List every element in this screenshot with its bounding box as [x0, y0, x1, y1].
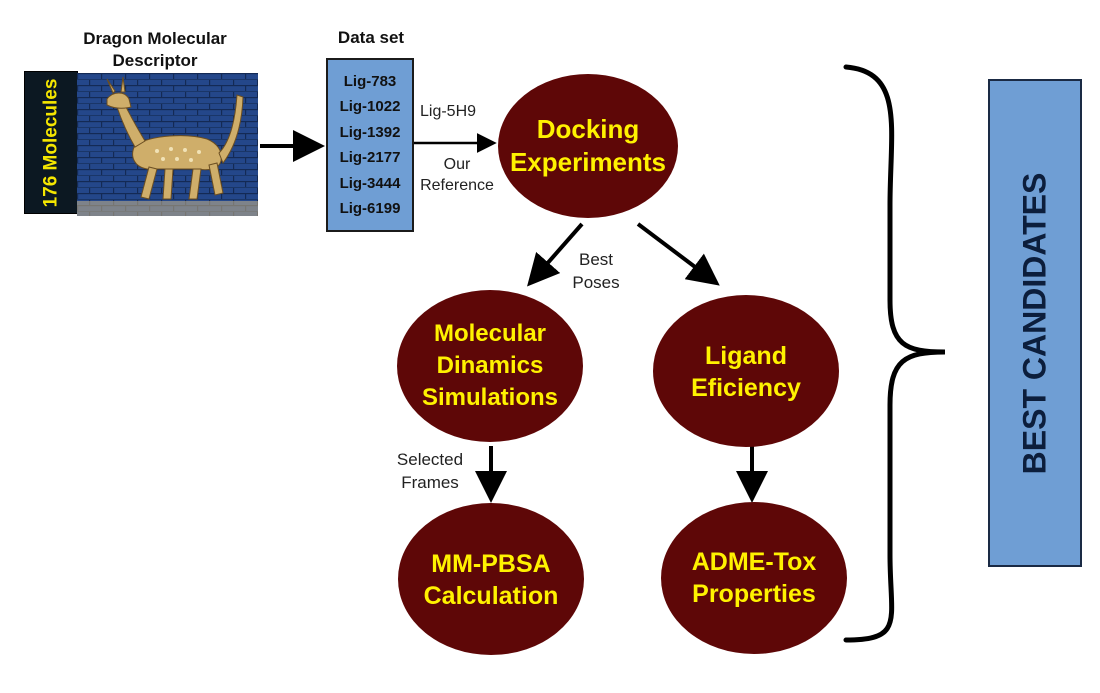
admet-node: [661, 502, 847, 654]
dataset-ligand: Lig-3444: [339, 174, 401, 192]
reference-label-line1: Our: [443, 156, 471, 173]
md-line3: Simulations: [421, 384, 559, 411]
dataset-ligand: Lig-2177: [339, 149, 401, 166]
ligand-node-label: Ligand Eficiency: [653, 330, 839, 414]
selected-frames-line1: Selected: [396, 450, 464, 469]
mmpbsa-line1: MM-PBSA: [431, 550, 551, 578]
reference-label-line2: Reference: [420, 177, 494, 194]
dataset-ligand: Lig-1392: [339, 123, 401, 141]
md-node-label: Molecular Dinamics Simulations: [397, 310, 583, 422]
dataset-title: Data set: [337, 28, 405, 47]
docking-node: [498, 74, 678, 218]
best-poses-line2: Poses: [572, 273, 620, 292]
dragon-image: [77, 73, 258, 216]
selected-frames-label: Selected Frames: [382, 448, 478, 494]
right-brace: [843, 64, 946, 643]
md-line1: Molecular: [433, 320, 547, 347]
dataset-ligand: Lig-783: [343, 72, 397, 90]
dragon-descriptor-title: Dragon Molecular Descriptor: [83, 29, 227, 70]
best-poses-line1: Best: [578, 250, 614, 269]
dataset-ligand: Lig-1022: [339, 98, 401, 115]
ligand-node: [653, 295, 839, 447]
admet-node-label: ADME-Tox Properties: [661, 536, 847, 620]
molecule-count-label: 176 Molecules: [24, 71, 78, 214]
mmpbsa-line2: Calculation: [423, 582, 559, 610]
admet-line2: Properties: [692, 580, 816, 608]
best-poses-label: Best Poses: [562, 248, 630, 294]
mmpbsa-node: [398, 503, 584, 655]
molecule-count-text: 176 Molecules: [40, 78, 61, 207]
admet-line1: ADME-Tox: [691, 548, 817, 576]
dataset-ligand: Lig-6199: [339, 200, 401, 217]
arrow-docking-to-md: [527, 222, 584, 287]
docking-node-label: Docking Experiments: [498, 90, 678, 202]
reference-label: Our Reference: [414, 154, 500, 196]
ligand-line1: Ligand: [705, 342, 787, 370]
mmpbsa-node-label: MM-PBSA Calculation: [398, 538, 584, 622]
best-candidates-box: BEST CANDIDATES: [988, 79, 1082, 567]
best-candidates-text: BEST CANDIDATES: [1016, 172, 1053, 474]
ligand-line2: Eficiency: [691, 374, 801, 402]
reference-ligand-label: Lig-5H9: [420, 103, 477, 120]
dataset-box: Lig-783 Lig-1022 Lig-1392 Lig-2177 Lig-3…: [326, 58, 414, 232]
arrow-docking-to-ligand: [636, 222, 720, 286]
docking-line1: Docking: [536, 114, 640, 144]
selected-frames-line2: Frames: [401, 473, 459, 492]
md-node: [397, 290, 583, 442]
md-line2: Dinamics: [436, 352, 544, 379]
docking-line2: Experiments: [509, 147, 667, 177]
